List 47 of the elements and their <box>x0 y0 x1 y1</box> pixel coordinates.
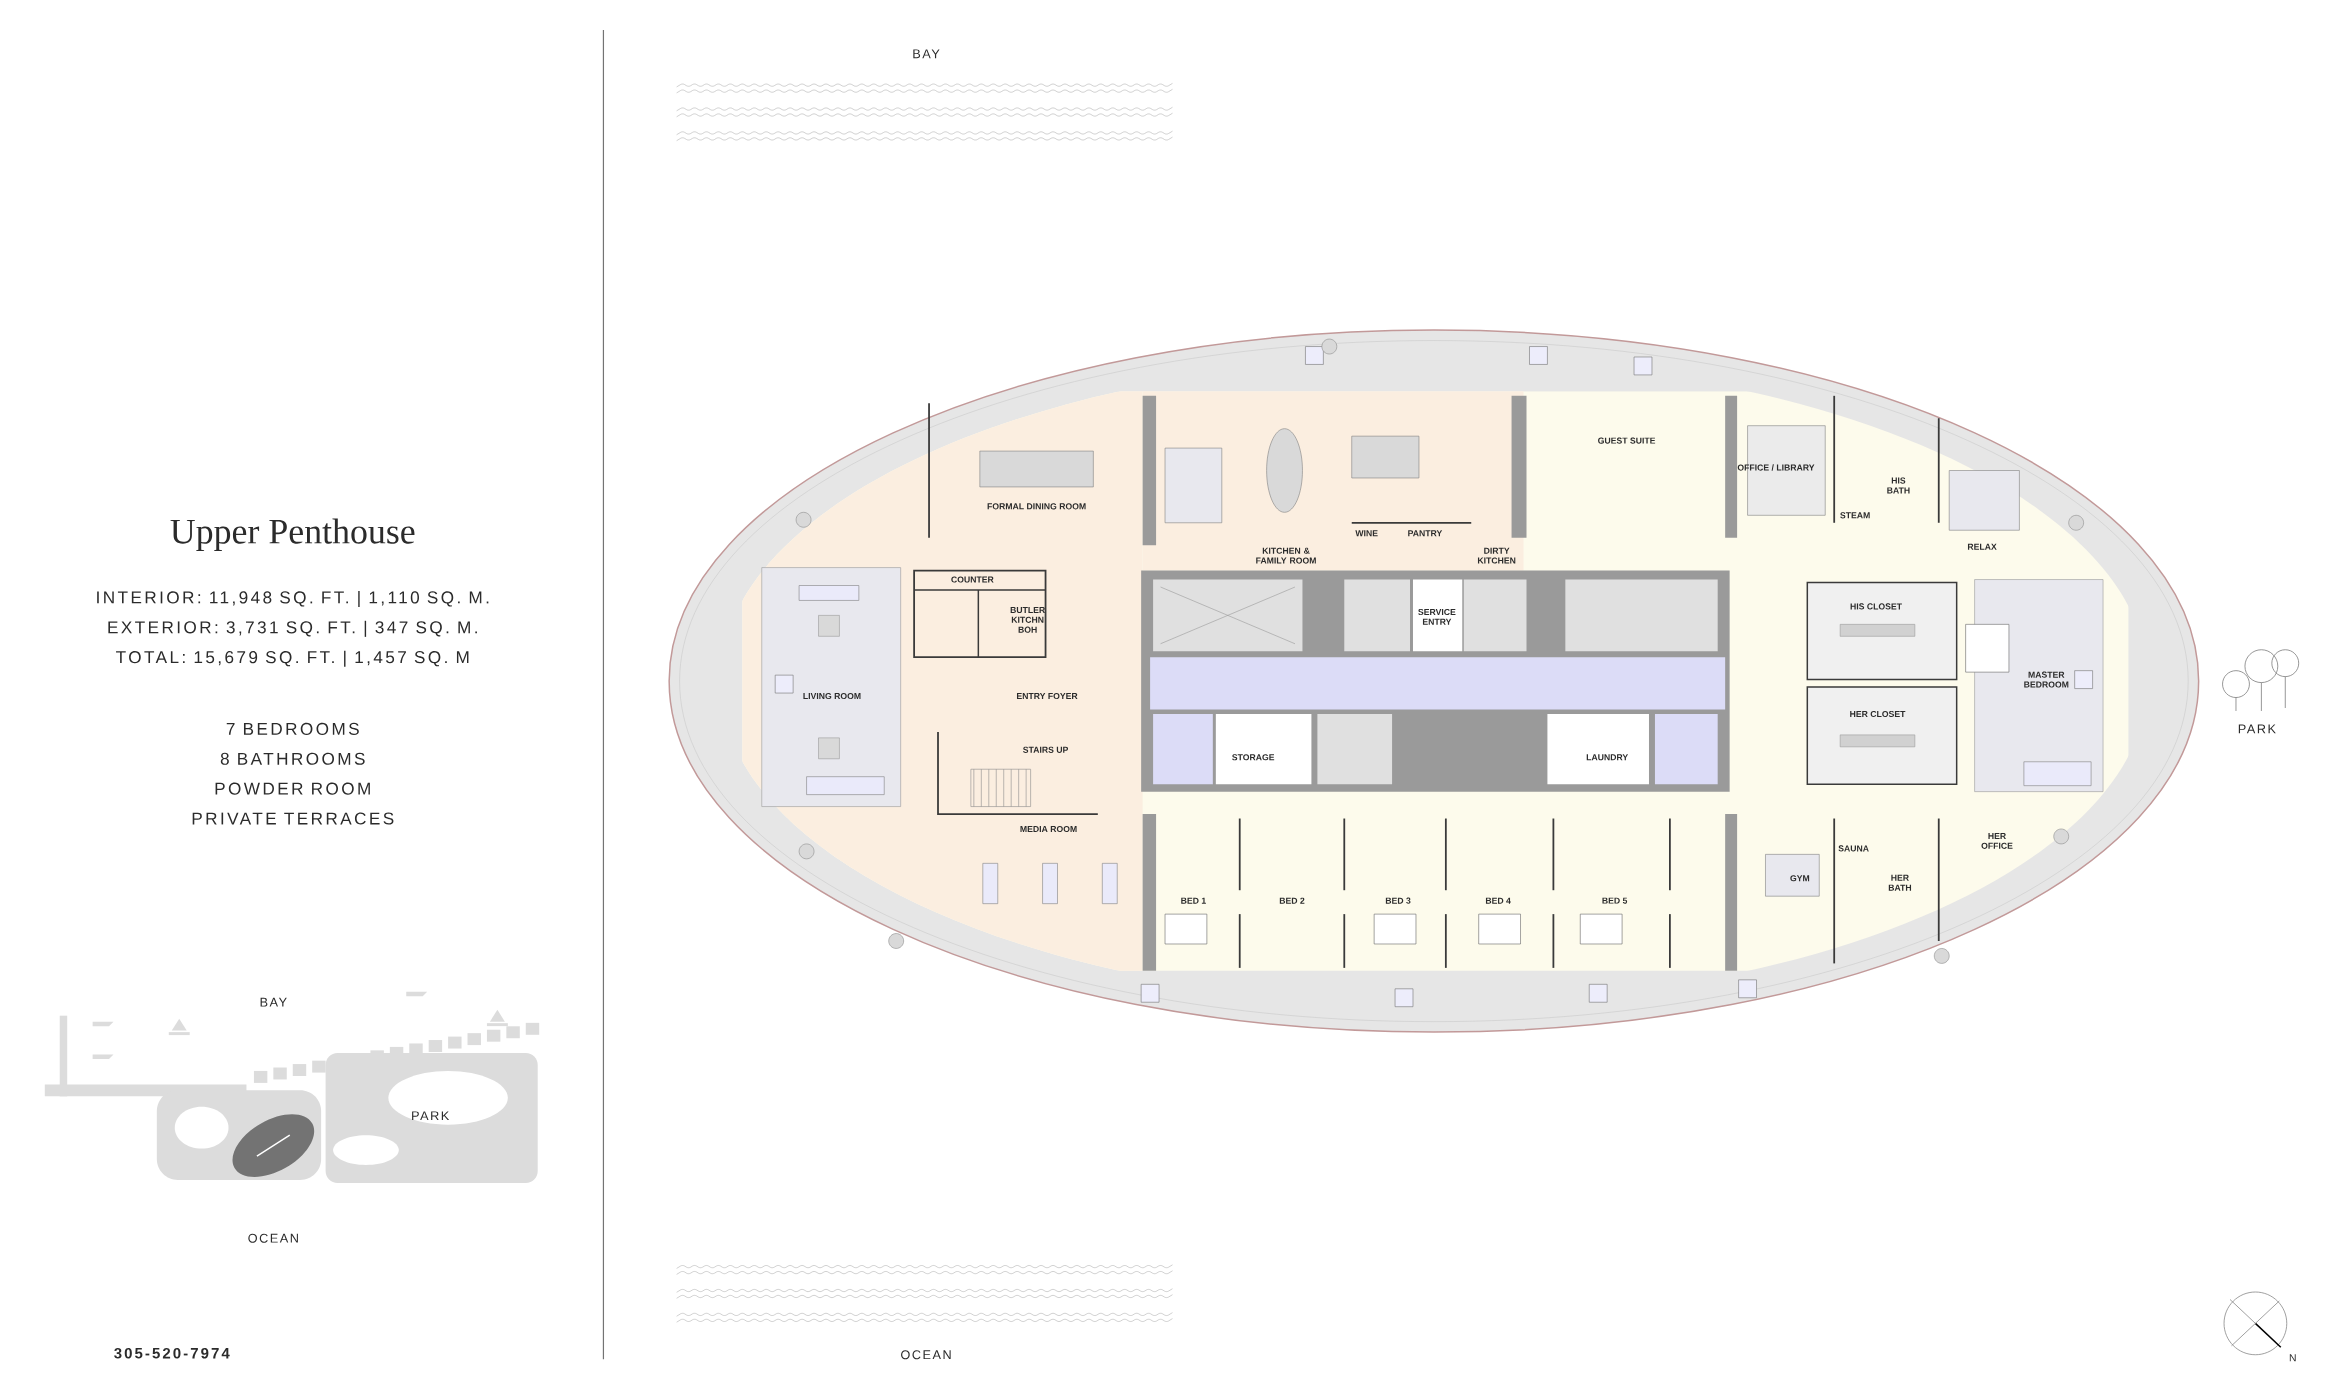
room-label: GYM <box>1790 875 1810 882</box>
title: Upper Penthouse <box>170 518 415 552</box>
direction-label: BAY <box>913 49 940 59</box>
site-label: BAY <box>260 998 287 1007</box>
room-label: BUTLER KITCHN BOH <box>1010 607 1046 633</box>
room-label: GUEST SUITE <box>1598 437 1656 444</box>
room-label: SERVICE ENTRY <box>1418 609 1456 626</box>
site-label: OCEAN <box>248 1233 298 1243</box>
room-label: RELAX <box>1967 543 1997 550</box>
room-label: HIS CLOSET <box>1850 603 1902 610</box>
site-label: PARK <box>412 1111 450 1121</box>
room-label: BED 4 <box>1485 897 1511 904</box>
room-label: LAUNDRY <box>1586 754 1629 761</box>
feature-text: PRIVATE TERRACES <box>192 812 394 825</box>
room-label: OFFICE / LIBRARY <box>1737 464 1815 471</box>
room-label: HER CLOSET <box>1850 711 1906 718</box>
room-label: BED 3 <box>1385 897 1411 904</box>
area-text: INTERIOR: 11,948 SQ. FT. | 1,110 SQ. M. <box>97 591 489 608</box>
room-label: BED 5 <box>1602 897 1628 904</box>
compass-letter: N <box>2289 1354 2296 1362</box>
room-label: LIVING ROOM <box>803 693 861 700</box>
phone-number: 305-520-7974 <box>114 1348 230 1359</box>
room-label: KITCHEN & FAMILY ROOM <box>1256 547 1316 564</box>
feature-text: POWDER ROOM <box>215 782 370 795</box>
room-label: ENTRY FOYER <box>1017 693 1078 700</box>
room-label: PANTRY <box>1408 530 1443 537</box>
room-label: COUNTER <box>951 576 994 583</box>
room-label: BED 1 <box>1181 897 1206 904</box>
room-label: STAIRS UP <box>1023 746 1069 754</box>
feature-text: 7 BEDROOMS <box>226 723 359 736</box>
room-label: SAUNA <box>1838 845 1869 852</box>
feature-text: 8 BATHROOMS <box>220 752 365 766</box>
direction-label: OCEAN <box>901 1350 951 1360</box>
room-label: DIRTY KITCHEN <box>1477 547 1516 564</box>
room-label: MEDIA ROOM <box>1020 826 1077 833</box>
room-label: FORMAL DINING ROOM <box>987 503 1086 510</box>
area-text: EXTERIOR: 3,731 SQ. FT. | 347 SQ. M. <box>108 621 477 638</box>
room-label: STORAGE <box>1232 754 1275 761</box>
direction-label: PARK <box>2238 724 2276 734</box>
room-label: BED 2 <box>1279 897 1305 904</box>
room-label: STEAM <box>1840 512 1870 519</box>
area-text: TOTAL: 15,679 SQ. FT. | 1,457 SQ. M <box>116 650 469 667</box>
room-label: MASTER BEDROOM <box>2024 671 2069 688</box>
room-label: HIS BATH <box>1887 477 1910 494</box>
room-label: WINE <box>1355 530 1378 537</box>
room-label: HER BATH <box>1888 875 1912 891</box>
room-label: HER OFFICE <box>1981 833 2013 850</box>
